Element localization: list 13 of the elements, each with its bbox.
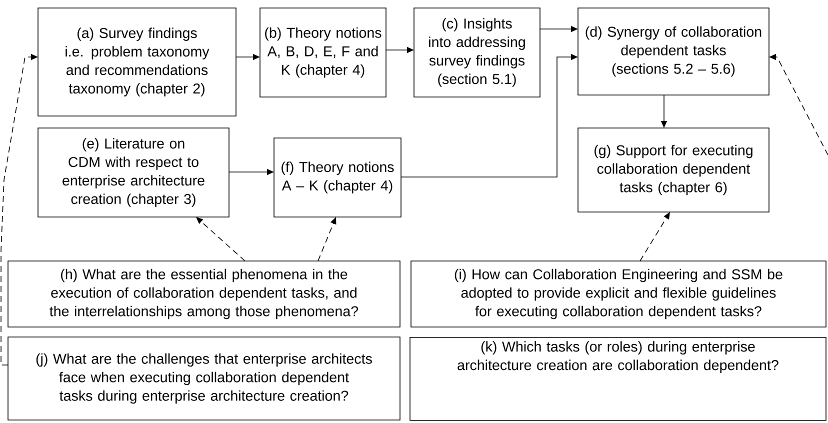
process-box: (e) Literature on CDM with respect to enterprise architecture creation (chapter 3)	[38, 128, 230, 218]
process-box: (b) Theory notions A, B, D, E, F and K (chapter 4)	[260, 8, 386, 98]
process-box: (g) Support for executing collaboration dependent tasks (chapter 6)	[578, 128, 770, 212]
arrow	[196, 217, 246, 262]
question-box: (k) Which tasks (or roles) during enterprise architecture creation are collaboration dependent?	[410, 337, 826, 421]
question-box: (j) What are the challenges that enterprise architects face when executing collaboration dependent tasks during enterprise architecture creation?	[8, 336, 400, 420]
arrow	[640, 212, 670, 262]
process-box: (c) Insights into addressing survey findings (section 5.1)	[414, 8, 540, 98]
process-box: (a) Survey findings i.e. problem taxonomy and recommendations taxonomy (chapter 2)	[38, 8, 236, 116]
question-box: (h) What are the essential phenomena in the execution of collaboration dependent tasks, and the interrelationships among those phenomena?	[8, 260, 400, 328]
process-box: (f) Theory notions A – K (chapter 4)	[274, 138, 402, 218]
process-box: (d) Synergy of collaboration dependent tasks (sections 5.2 – 5.6)	[578, 8, 770, 96]
question-box: (i) How can Collaboration Engineering and SSM be adopted to provide explicit and flexible guidelines for executing collaboration dependent tasks?	[410, 260, 826, 328]
